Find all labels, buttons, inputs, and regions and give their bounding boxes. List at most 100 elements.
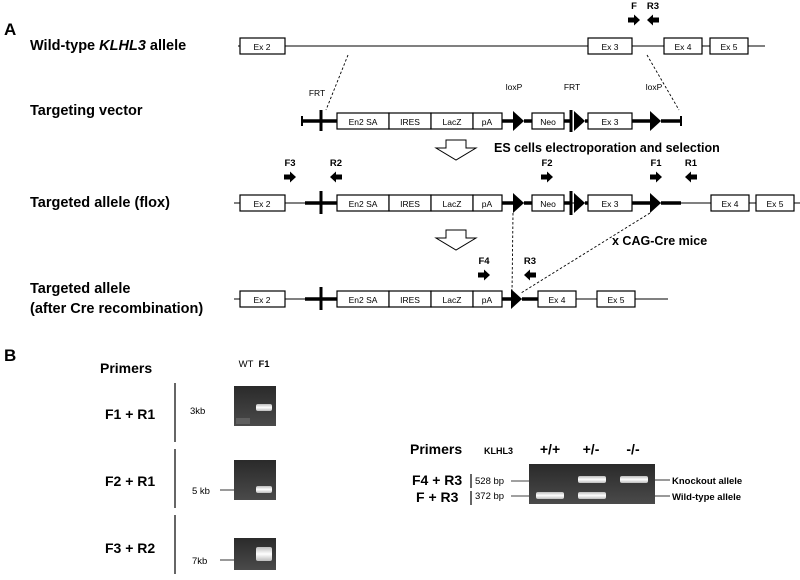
pcr-pair-2-label: F2 + R1 <box>105 473 155 489</box>
cre-loxp <box>511 289 522 309</box>
panel-b-letter: B <box>4 346 16 365</box>
svg-text:pA: pA <box>482 117 493 127</box>
cre-exon-5: Ex 5 <box>596 290 636 308</box>
svg-text:LacZ: LacZ <box>443 295 462 305</box>
cre-step-label: x CAG-Cre mice <box>612 234 707 248</box>
wild-type-allele-band-label: Wild-type allele <box>672 492 741 503</box>
cre-exon-2: Ex 2 <box>239 290 286 308</box>
svg-text:Ex 5: Ex 5 <box>766 199 783 209</box>
svg-text:En2 SA: En2 SA <box>349 199 378 209</box>
svg-text:Ex 2: Ex 2 <box>253 199 270 209</box>
electroporation-step-label: ES cells electroporation and selection <box>494 141 720 155</box>
flox-loxp-2 <box>650 193 661 213</box>
svg-text:Ex 2: Ex 2 <box>253 295 270 305</box>
band-wt-lane-wt-allele <box>536 492 564 499</box>
pcr-pair-1-size: 3kb <box>190 406 205 417</box>
flox-neo-box: Neo <box>531 194 565 212</box>
primer-f1-label: F1 <box>650 158 662 169</box>
step-down-arrow-1 <box>434 139 478 161</box>
knockout-allele-label: Knockout allele <box>672 476 742 487</box>
svg-text:LacZ: LacZ <box>443 117 462 127</box>
vector-pa-box: pA <box>472 112 503 130</box>
genotype-row-2-primers: F + R3 <box>416 489 459 505</box>
primer-f4-label: F4 <box>478 256 490 267</box>
primer-f3-label: F3 <box>284 158 295 169</box>
lane-label-wt: WT <box>239 359 254 370</box>
pcr-pair-1-label: F1 + R1 <box>105 406 155 422</box>
cre-guide-right <box>520 212 651 294</box>
cre-guide-left <box>511 212 514 294</box>
svg-text:Ex 4: Ex 4 <box>721 199 738 209</box>
genotype-wt-wt: +/+ <box>540 441 560 457</box>
loxp-site-label-2: loxP <box>646 82 663 92</box>
wt-exon-5: Ex 5 <box>709 37 749 55</box>
svg-text:Ex 2: Ex 2 <box>253 42 270 52</box>
svg-text:IRES: IRES <box>400 295 420 305</box>
cre-allele-label-line2: (after Cre recombination) <box>30 301 203 317</box>
loxp-site-label-1: loxP <box>506 82 523 92</box>
panel-a-letter: A <box>4 20 16 39</box>
primers-header-right: Primers <box>410 441 462 457</box>
flox-frt-arrow <box>574 193 585 213</box>
gel-2 <box>234 460 276 500</box>
cre-allele-label-line1: Targeted allele <box>30 281 130 297</box>
pcr-pair-3-size: 7kb <box>192 556 207 567</box>
vector-en2sa-box: En2 SA <box>336 112 390 130</box>
flox-exon-3: Ex 3 <box>587 194 633 212</box>
svg-text:En2 SA: En2 SA <box>349 295 378 305</box>
primer-r3-label: R3 <box>647 1 659 12</box>
genotype-row-2-size: 372 bp <box>475 491 504 502</box>
band-het-lane-ko-allele <box>578 476 606 483</box>
svg-text:Ex 3: Ex 3 <box>601 117 618 127</box>
genotype-row-1-primers: F4 + R3 <box>412 472 462 488</box>
genotype-ko: -/- <box>626 441 640 457</box>
svg-text:Ex 4: Ex 4 <box>548 295 565 305</box>
primer-r3-arrow-2 <box>524 269 536 281</box>
genotype-het: +/- <box>583 441 600 457</box>
svg-text:pA: pA <box>482 295 493 305</box>
primer-r1-arrow <box>685 171 697 183</box>
svg-text:Ex 5: Ex 5 <box>607 295 624 305</box>
svg-text:IRES: IRES <box>400 117 420 127</box>
gel-2-f1-band <box>256 486 272 493</box>
gel-1-f1-band <box>256 404 272 411</box>
vector-loxp-1 <box>513 111 524 131</box>
flox-ires-box: IRES <box>388 194 432 212</box>
band-ko-lane-ko-allele <box>620 476 648 483</box>
svg-text:Ex 3: Ex 3 <box>601 42 618 52</box>
cre-ires-box: IRES <box>388 290 432 308</box>
primer-f2-arrow <box>541 171 553 183</box>
primer-r3-arrow <box>647 14 659 26</box>
flox-loxp-1 <box>513 193 524 213</box>
svg-text:Neo: Neo <box>540 199 556 209</box>
pcr-pair-3-label: F3 + R2 <box>105 540 155 556</box>
flox-en2sa-box: En2 SA <box>336 194 390 212</box>
vector-ires-box: IRES <box>388 112 432 130</box>
gel-1-wt-smear <box>236 418 250 424</box>
primer-f-label: F <box>631 1 637 12</box>
genotype-row-1-size: 528 bp <box>475 476 504 487</box>
cre-exon-4: Ex 4 <box>537 290 577 308</box>
svg-text:Ex 4: Ex 4 <box>674 42 691 52</box>
vector-loxp-2 <box>650 111 661 131</box>
lane-label-f1: F1 <box>258 359 270 370</box>
cre-lacz-box: LacZ <box>430 290 474 308</box>
svg-text:Ex 5: Ex 5 <box>720 42 737 52</box>
homology-guide-left <box>325 54 349 111</box>
cre-en2sa-box: En2 SA <box>336 290 390 308</box>
flox-exon-5: Ex 5 <box>755 194 795 212</box>
primer-r1-label: R1 <box>685 158 698 169</box>
vector-lacz-box: LacZ <box>430 112 474 130</box>
primer-f3-arrow <box>284 171 296 183</box>
flox-allele-label: Targeted allele (flox) <box>30 195 170 211</box>
flox-exon-2: Ex 2 <box>239 194 286 212</box>
svg-text:pA: pA <box>482 199 493 209</box>
wt-exon-3: Ex 3 <box>587 37 633 55</box>
gel-3-f1-band <box>256 547 272 561</box>
svg-text:En2 SA: En2 SA <box>349 117 378 127</box>
svg-text:IRES: IRES <box>400 199 420 209</box>
step-down-arrow-2 <box>434 229 478 251</box>
svg-text:Neo: Neo <box>540 117 556 127</box>
primer-r3-label-2: R3 <box>524 256 536 267</box>
